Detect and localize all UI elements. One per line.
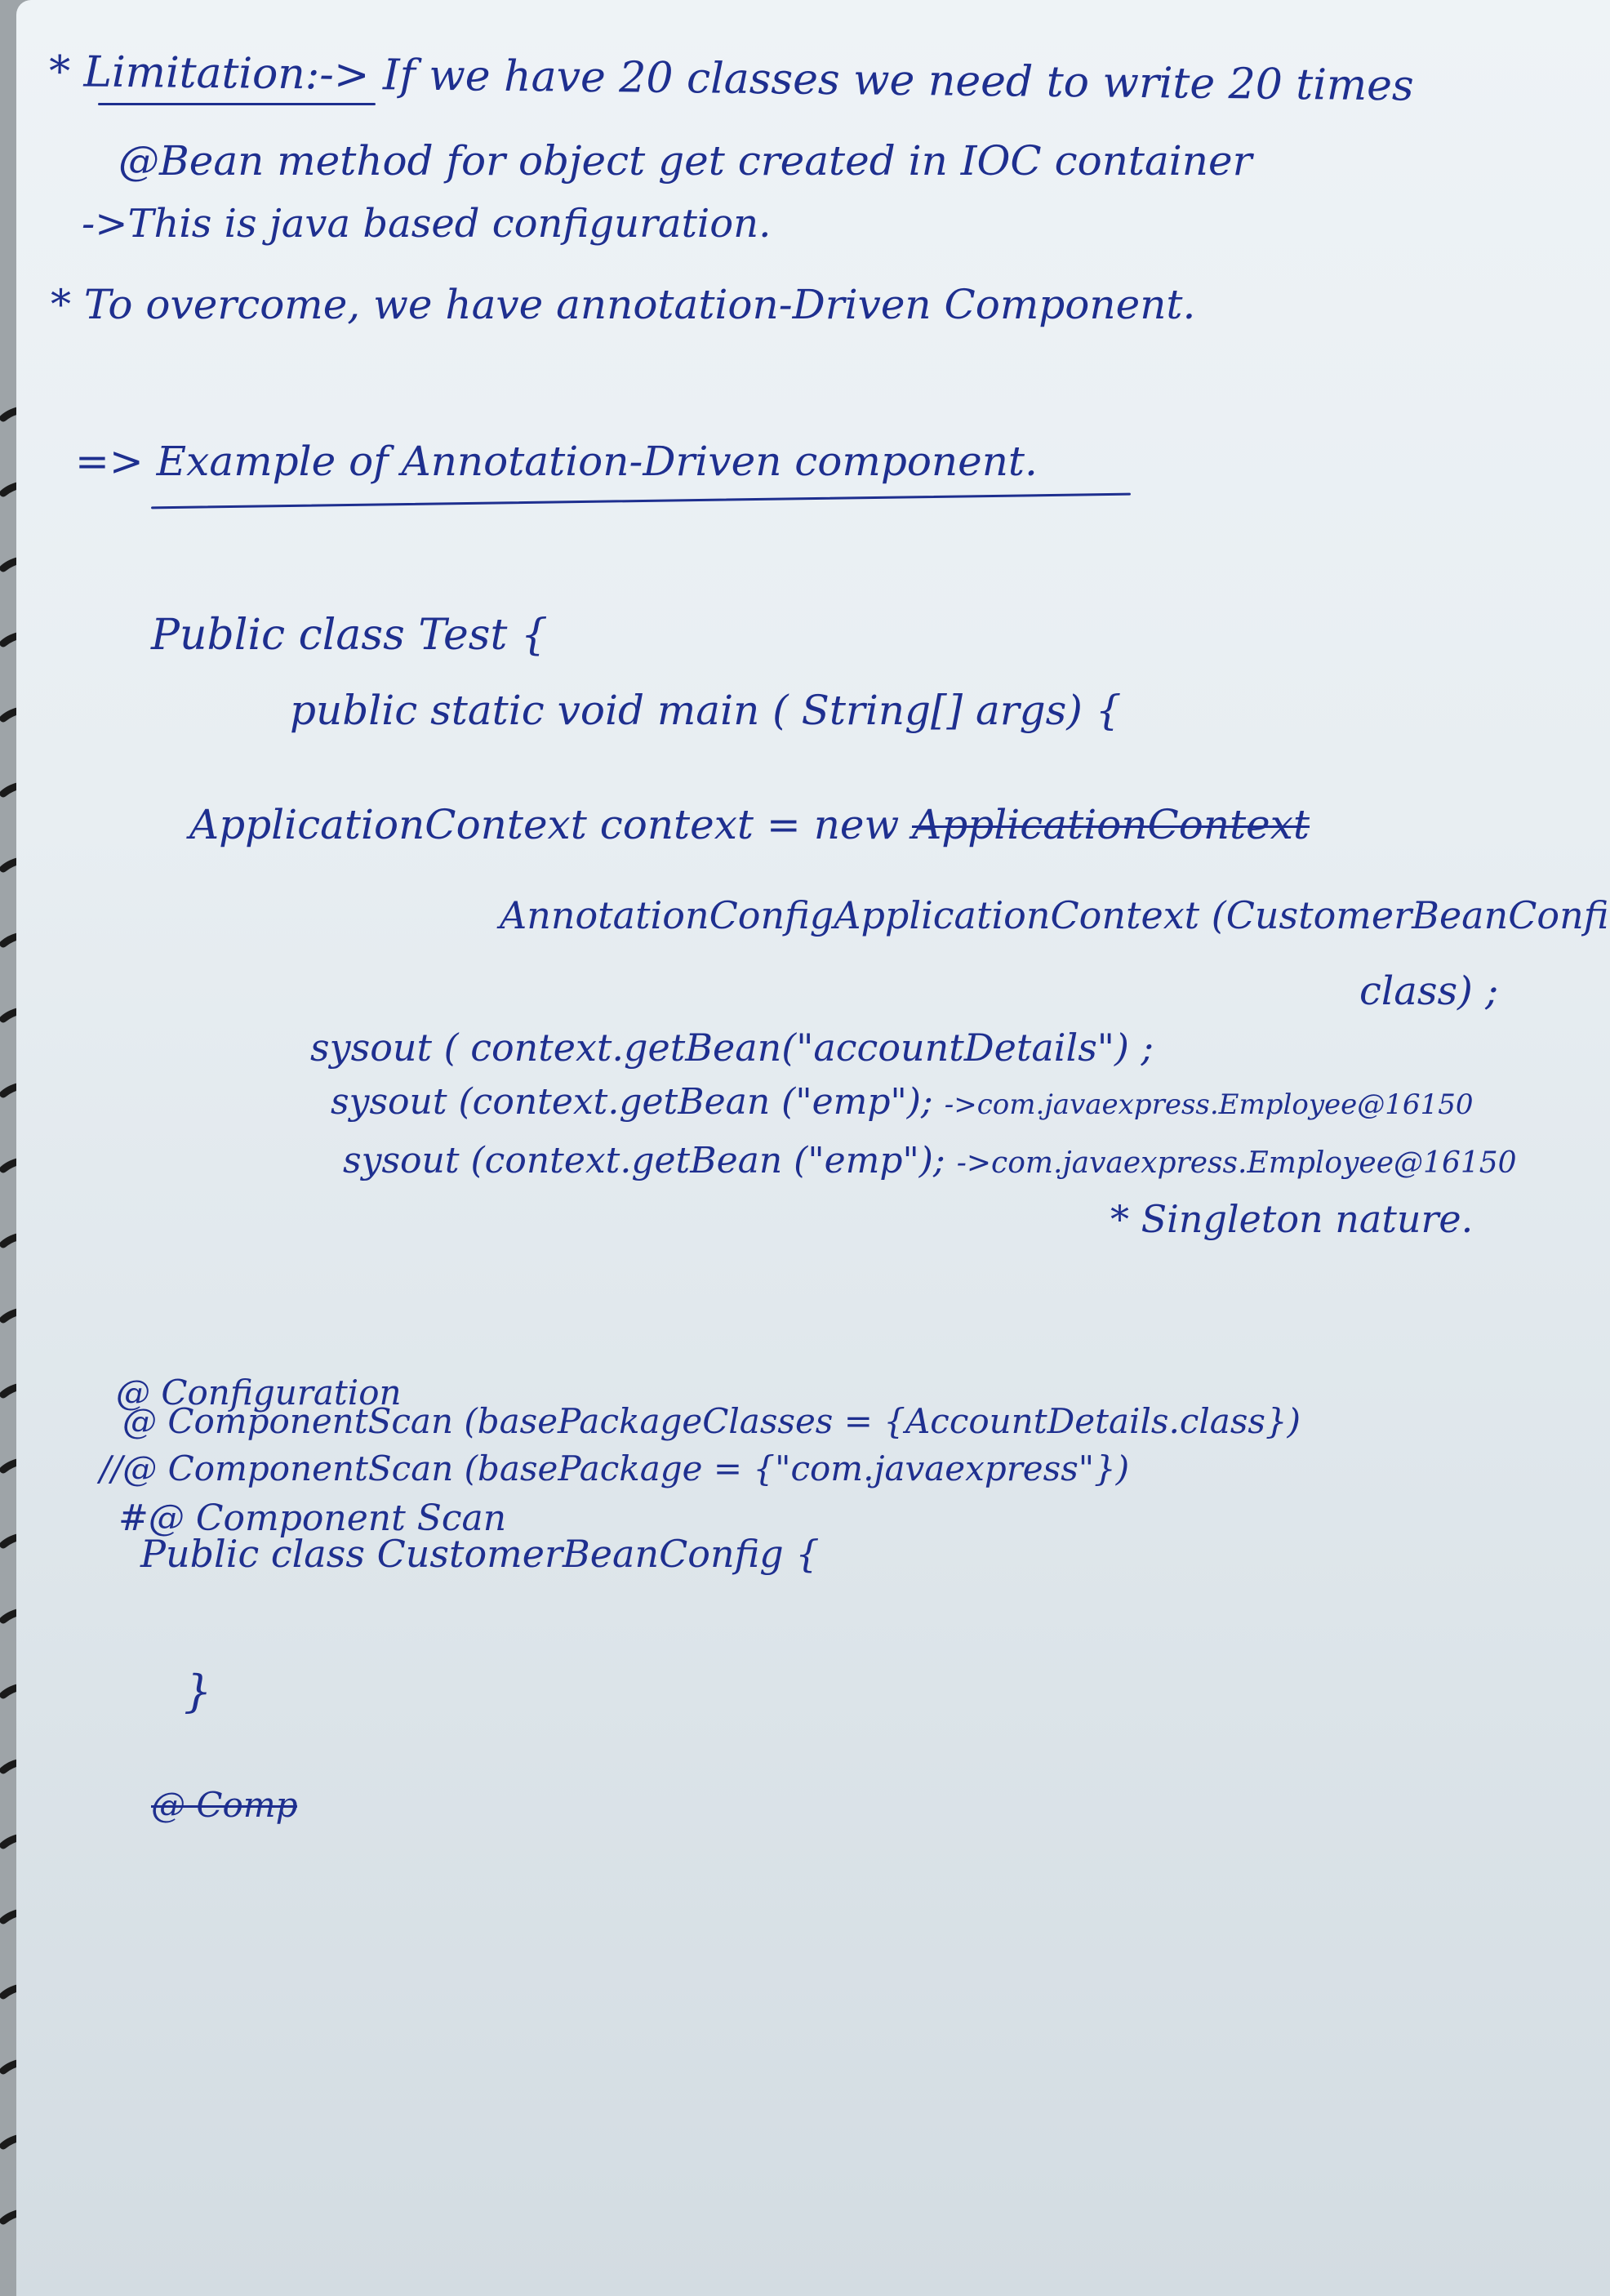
code-component-scan-classes: @ ComponentScan (basePackageClasses = {A…	[122, 1401, 1301, 1441]
code-test-class: Public class Test {	[151, 611, 548, 660]
code-main-method: public static void main ( String[] args)…	[290, 687, 1122, 734]
code-sysout-emp-2-output: ->com.javaexpress.Employee@16150	[956, 1146, 1517, 1180]
struck-application-context: ApplicationContext	[912, 801, 1310, 848]
code-sysout-emp-1-output: ->com.javaexpress.Employee@16150	[944, 1088, 1474, 1121]
notebook-page	[16, 0, 1610, 2296]
note-overcome: * To overcome, we have annotation-Driven…	[51, 281, 1196, 328]
note-singleton: * Singleton nature.	[1110, 1197, 1474, 1241]
note-java-based-config: ->This is java based configuration.	[82, 201, 772, 247]
code-component-scan: #@ Component Scan	[118, 1497, 507, 1539]
code-sysout-emp-1: sysout (context.getBean ("emp"); ->com.j…	[331, 1084, 1473, 1120]
code-sysout-account: sysout ( context.getBean("accountDetails…	[310, 1026, 1154, 1070]
code-closing-brace: }	[184, 1666, 212, 1717]
code-configuration-annotation: @ Configuration	[116, 1373, 402, 1413]
code-application-context-text: ApplicationContext context = new	[189, 801, 913, 848]
code-sysout-emp-2: sysout (context.getBean ("emp"); ->com.j…	[343, 1143, 1517, 1179]
underline-limitation	[98, 103, 376, 105]
code-component-scan-package: //@ ComponentScan (basePackage = {"com.j…	[100, 1448, 1130, 1488]
code-application-context: ApplicationContext context = new Applica…	[189, 804, 1310, 845]
struck-comp: @ Comp	[151, 1785, 298, 1825]
code-customer-bean-config: Public class CustomerBeanConfig {	[140, 1532, 820, 1576]
code-sysout-emp-2-call: sysout (context.getBean ("emp");	[343, 1140, 957, 1181]
code-sysout-emp-1-call: sysout (context.getBean ("emp");	[331, 1081, 945, 1123]
note-bean-method: @Bean method for object get created in I…	[118, 137, 1252, 185]
code-annotation-config: AnnotationConfigApplicationContext (Cust…	[500, 893, 1610, 937]
code-comp-partial: @ Comp	[151, 1788, 297, 1822]
code-class-end: class) ;	[1359, 968, 1499, 1014]
heading-example: => Example of Annotation-Driven componen…	[75, 438, 1038, 485]
